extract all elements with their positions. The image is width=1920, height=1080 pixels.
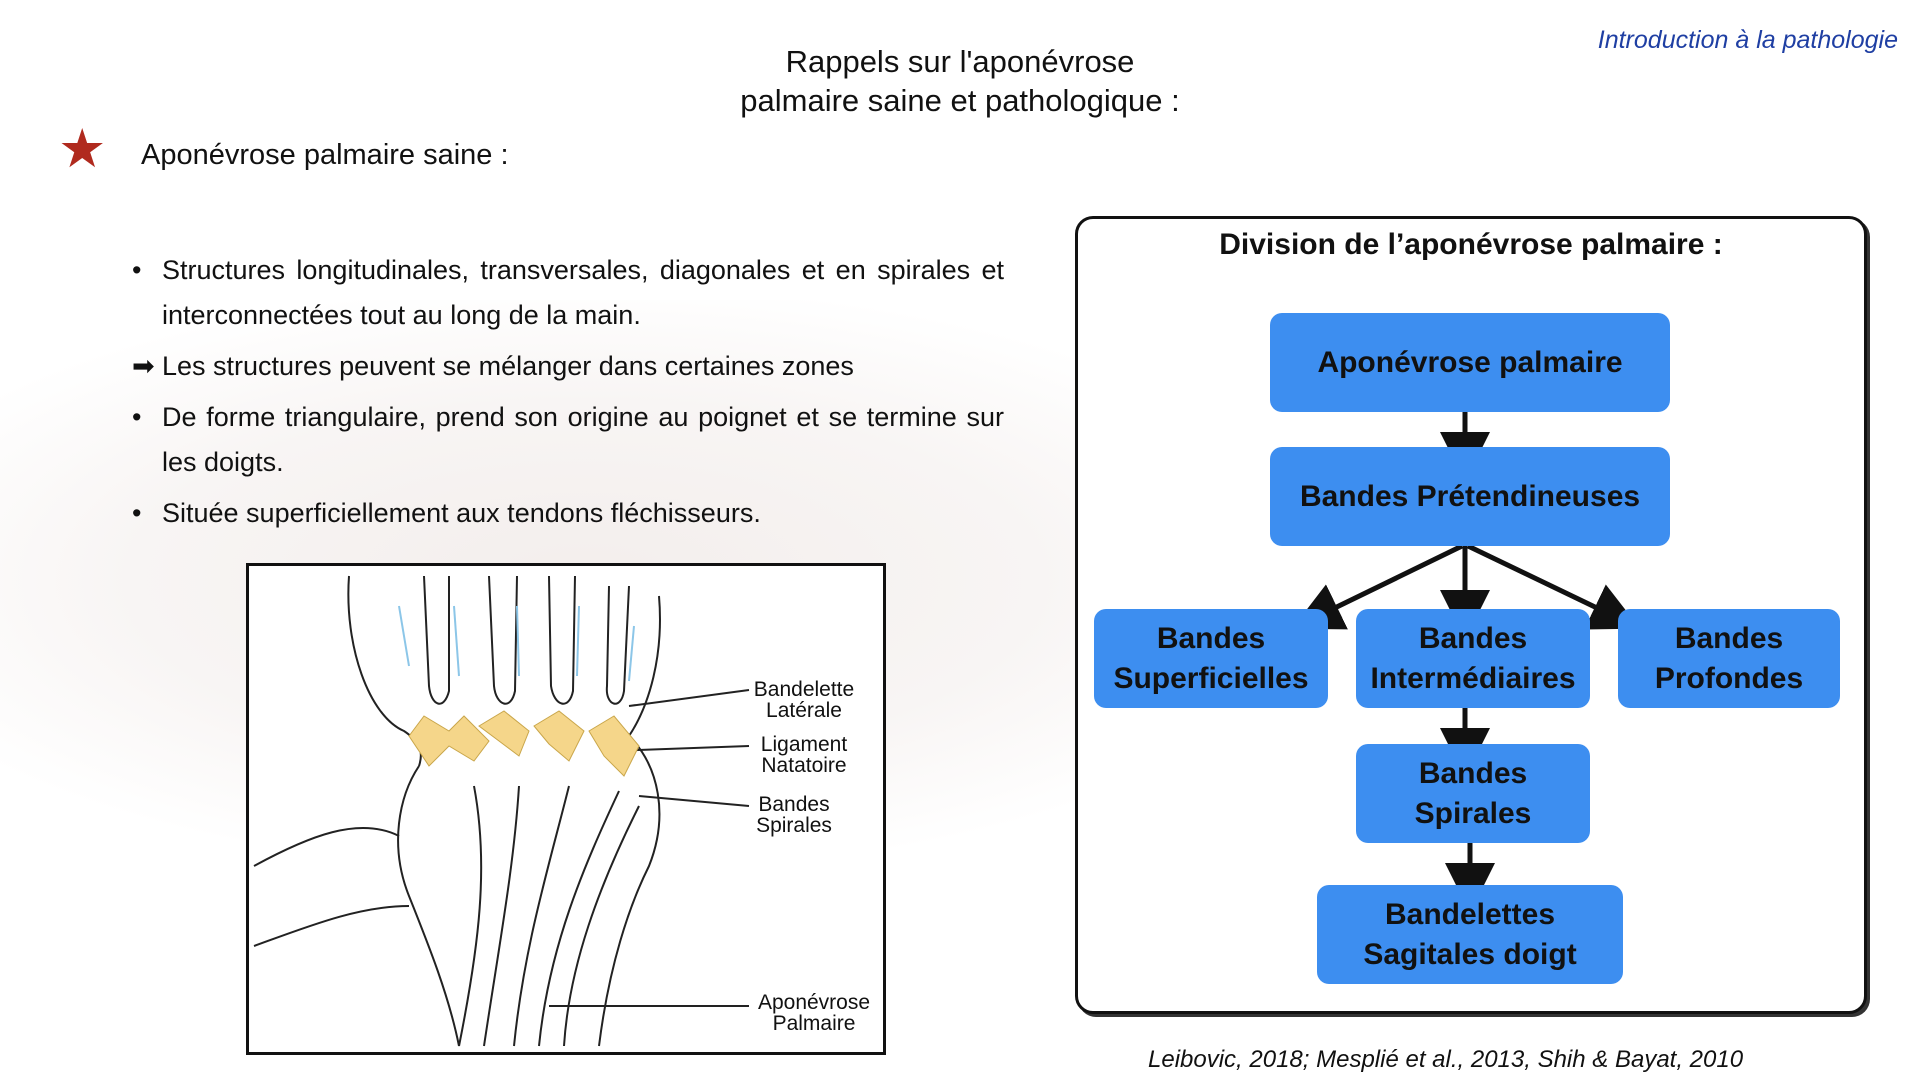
node-bandes-intermediaires: Bandes Intermédiaires <box>1356 609 1590 708</box>
bullet-text: Les structures peuvent se mélanger dans … <box>162 351 854 381</box>
arrow-pretend-superf <box>1292 543 1464 630</box>
node-label: Intermédiaires <box>1370 661 1576 695</box>
bullet-item: • De forme triangulaire, prend son origi… <box>132 395 1004 485</box>
node-bandes-superficielles: Bandes Superficielles <box>1094 609 1328 708</box>
bullet-text: Située superficiellement aux tendons flé… <box>162 498 761 528</box>
label-text: Bandelette <box>753 678 855 701</box>
label-bandelette: Bandelette Latérale <box>739 679 869 721</box>
node-label: Bandes Prétendineuses <box>1299 479 1641 513</box>
bullet-item: • Structures longitudinales, transversal… <box>132 248 1004 338</box>
node-label: Superficielles <box>1113 661 1309 695</box>
bullet-marker: • <box>132 255 142 285</box>
bullet-text: Structures longitudinales, transversales… <box>162 255 1004 330</box>
node-label: Sagitales doigt <box>1363 937 1577 971</box>
hand-anatomy-figure: Bandelette Latérale Ligament Natatoire B… <box>246 563 886 1055</box>
node-aponevrose-palmaire: Aponévrose palmaire <box>1270 313 1670 412</box>
label-text: Palmaire <box>772 1012 856 1035</box>
node-label: Bandelettes <box>1384 897 1556 931</box>
node-bandes-spirales: Bandes Spirales <box>1356 744 1590 843</box>
label-text: Aponévrose <box>757 991 871 1014</box>
slide-title: Rappels sur l'aponévrose palmaire saine … <box>700 42 1220 120</box>
node-label: Bandes <box>1418 756 1528 790</box>
title-line-2: palmaire saine et pathologique : <box>740 83 1180 118</box>
label-text: Spirales <box>756 814 832 837</box>
node-bandelettes-sagitales: Bandelettes Sagitales doigt <box>1317 885 1623 984</box>
bullet-list: • Structures longitudinales, transversal… <box>132 248 1004 542</box>
label-ligament: Ligament Natatoire <box>739 734 869 776</box>
label-text: Latérale <box>766 699 842 722</box>
label-aponevrose: Aponévrose Palmaire <box>749 992 879 1034</box>
label-text: Natatoire <box>761 754 847 777</box>
bullet-marker: • <box>132 498 142 528</box>
node-label: Bandes <box>1674 621 1784 655</box>
arrow-icon: ➡ <box>132 351 155 381</box>
citation: Leibovic, 2018; Mesplié et al., 2013, Sh… <box>1148 1046 1744 1073</box>
bullet-marker: • <box>132 402 142 432</box>
title-line-1: Rappels sur l'aponévrose <box>785 44 1135 79</box>
star-icon: ★ <box>58 119 107 179</box>
label-text: Bandes <box>758 793 830 816</box>
node-label: Spirales <box>1414 796 1532 830</box>
label-text: Ligament <box>760 733 848 756</box>
node-label: Bandes <box>1418 621 1528 655</box>
node-bandes-pretendineuses: Bandes Prétendineuses <box>1270 447 1670 546</box>
bullet-item: • Située superficiellement aux tendons f… <box>132 491 1004 536</box>
hand-illustration <box>253 575 750 1047</box>
label-bandes-spirales: Bandes Spirales <box>729 794 859 836</box>
node-label: Bandes <box>1156 621 1266 655</box>
node-bandes-profondes: Bandes Profondes <box>1618 609 1840 708</box>
diagram-title: Division de l’aponévrose palmaire : <box>1219 228 1723 261</box>
node-label: Profondes <box>1654 661 1804 695</box>
header-tag: Introduction à la pathologie <box>1597 26 1898 54</box>
node-label: Aponévrose palmaire <box>1317 345 1623 379</box>
bullet-text: De forme triangulaire, prend son origine… <box>162 402 1004 477</box>
section-heading: Aponévrose palmaire saine : <box>141 139 509 171</box>
arrow-pretend-profond <box>1466 543 1641 630</box>
bullet-item: ➡ Les structures peuvent se mélanger dan… <box>132 344 1004 389</box>
